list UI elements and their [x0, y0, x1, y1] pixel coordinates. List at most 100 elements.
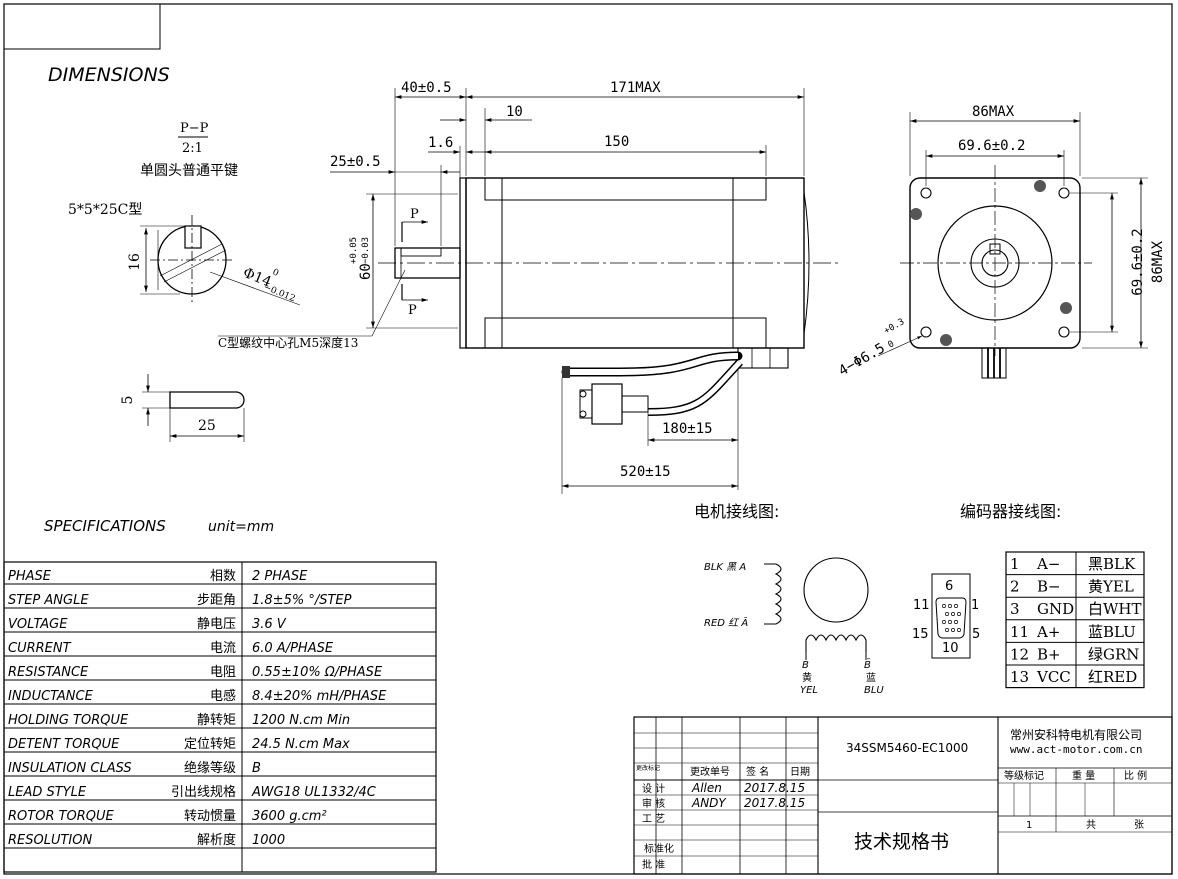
shaft-tol-down: −0.012 [262, 283, 297, 305]
encoder-wiring-title: 编码器接线图: [960, 502, 1061, 521]
connector-pin [948, 604, 952, 608]
encoder-pin-number: 12 [1010, 645, 1029, 663]
scale-label: 比 例 [1124, 769, 1147, 782]
col-change-mark: 更改标记 [636, 764, 660, 772]
spec-label-cn: 解析度 [197, 832, 236, 848]
encoder-pin-signal: GND [1037, 600, 1074, 618]
db15-connector-diagram: 6 11 1 15 5 10 [912, 573, 980, 659]
pin-11-label: 11 [913, 598, 930, 613]
sheet-border [3, 3, 1173, 875]
dim-10: 10 [506, 104, 523, 120]
dim-mount-hole: 4−Φ6.5 [836, 340, 888, 379]
cut-mark-p-top: P [410, 207, 419, 222]
spec-label-cn: 电流 [210, 641, 236, 656]
dimensions-title: DIMENSIONS [48, 64, 170, 86]
pin-5-label: 5 [972, 627, 980, 642]
wire-a-label: BLK 黑 A [704, 561, 746, 573]
connector-pin [948, 620, 952, 624]
wire-b-label: B [802, 660, 809, 671]
sheet-label: 张 [1134, 819, 1144, 831]
spec-label-cn: 引出线规格 [171, 784, 236, 800]
dim-40: 40±0.5 [401, 80, 452, 96]
shaft-tol-up: 0 [271, 268, 280, 280]
wire-b-en: YEL [800, 685, 818, 696]
encoder-pin-signal: A− [1036, 555, 1060, 573]
dim-86-width: 86MAX [972, 104, 1015, 120]
section-scale: 2:1 [182, 141, 203, 156]
total-label: 共 [1086, 819, 1096, 831]
connector-pin [942, 620, 946, 624]
dim-171: 171MAX [610, 80, 661, 96]
spec-value: 1200 N.cm Min [252, 713, 350, 728]
pin-10-label: 10 [942, 641, 959, 656]
col-change-no: 更改单号 [690, 765, 730, 778]
key-dim-16: 16 [127, 253, 143, 271]
spec-label-cn: 静电压 [197, 617, 236, 632]
col-date: 日期 [790, 766, 810, 778]
row-process: 工 艺 [642, 813, 665, 825]
connector-pin [945, 612, 949, 616]
pin-15-label: 15 [912, 627, 929, 642]
encoder-pin-number: 3 [1010, 600, 1020, 618]
wire-b-cn: 黄 [802, 671, 812, 684]
dim-hole-tol-down: 0 [887, 339, 897, 350]
wire-b-bar-label: B̄ [864, 658, 871, 671]
key-length-25: 25 [198, 418, 216, 434]
unit-note: unit=mm [208, 519, 274, 535]
dim-60: 60 [358, 263, 374, 280]
spec-label: RESOLUTION [8, 833, 92, 848]
connector-pin [957, 612, 961, 616]
spec-label-cn: 静转矩 [197, 713, 236, 728]
key-spec: 5*5*25C型 [68, 202, 142, 218]
spec-value: 3.6 V [252, 617, 287, 632]
spec-label-cn: 绝缘等级 [184, 760, 236, 776]
spec-label-cn: 转动惯量 [184, 808, 236, 824]
spec-value: 1000 [252, 833, 285, 848]
encoder-pin-color: 蓝BLU [1088, 623, 1136, 641]
encoder-pin-color: 绿GRN [1088, 645, 1139, 663]
dim-1-6: 1.6 [428, 135, 453, 151]
key-top-view: 5 25 [120, 374, 245, 442]
pin-1-label: 1 [971, 598, 979, 613]
spec-label-cn: 步距角 [197, 593, 236, 608]
dim-520: 520±15 [620, 464, 671, 480]
key-title: 单圆头普通平键 [140, 163, 238, 179]
title-block: 更改标记 更改单号 签 名 日期 设 计 审 核 工 艺 标准化 批 准 All… [633, 716, 1173, 875]
spec-label: ROTOR TORQUE [8, 809, 115, 824]
spec-value: 0.55±10% Ω/PHASE [252, 665, 383, 680]
document-title: 技术规格书 [854, 831, 949, 853]
side-view-dimensions: 40±0.5 171MAX 10 1.6 150 25±0.5 60 +0.05… [330, 80, 805, 494]
spec-value: 8.4±20% mH/PHASE [252, 689, 387, 704]
encoder-pin-number: 1 [1010, 555, 1020, 573]
row-review: 审 核 [642, 797, 665, 810]
dim-60-tol-down: −0.03 [361, 237, 371, 264]
design-date: 2017.8.15 [744, 781, 805, 795]
connector-pin [951, 628, 955, 632]
section-label: P−P [180, 121, 209, 136]
encoder-pin-color: 白WHT [1088, 600, 1142, 618]
dim-69-width: 69.6±0.2 [958, 138, 1025, 154]
encoder-pin-number: 13 [1010, 668, 1029, 686]
model-number: 34SSM5460-EC1000 [846, 741, 968, 755]
spec-value: 2 PHASE [252, 569, 308, 584]
spec-value: 3600 g.cm² [252, 809, 327, 824]
spec-label: VOLTAGE [8, 617, 68, 632]
spec-label: STEP ANGLE [8, 593, 89, 608]
dim-60-tol-up: +0.05 [349, 237, 359, 264]
weight-label: 重 量 [1072, 769, 1095, 782]
pin-6-label: 6 [945, 579, 953, 594]
spec-label: CURRENT [8, 641, 72, 656]
corner-box [3, 3, 161, 50]
encoder-pin-signal: VCC [1036, 668, 1071, 686]
encoder-pin-signal: B+ [1037, 645, 1061, 663]
motor-wiring-diagram: BLK 黑 A RED 红 Ā B 黄 YEL B̄ 蓝 BLU [704, 557, 884, 696]
row-approve: 批 准 [642, 858, 665, 871]
grade-label: 等级标记 [1004, 769, 1044, 782]
connector-pin [951, 612, 955, 616]
encoder-pin-color: 黑BLK [1088, 555, 1136, 573]
dim-25: 25±0.5 [330, 154, 381, 170]
spec-value: B [252, 761, 261, 776]
row-standard: 标准化 [644, 842, 674, 855]
